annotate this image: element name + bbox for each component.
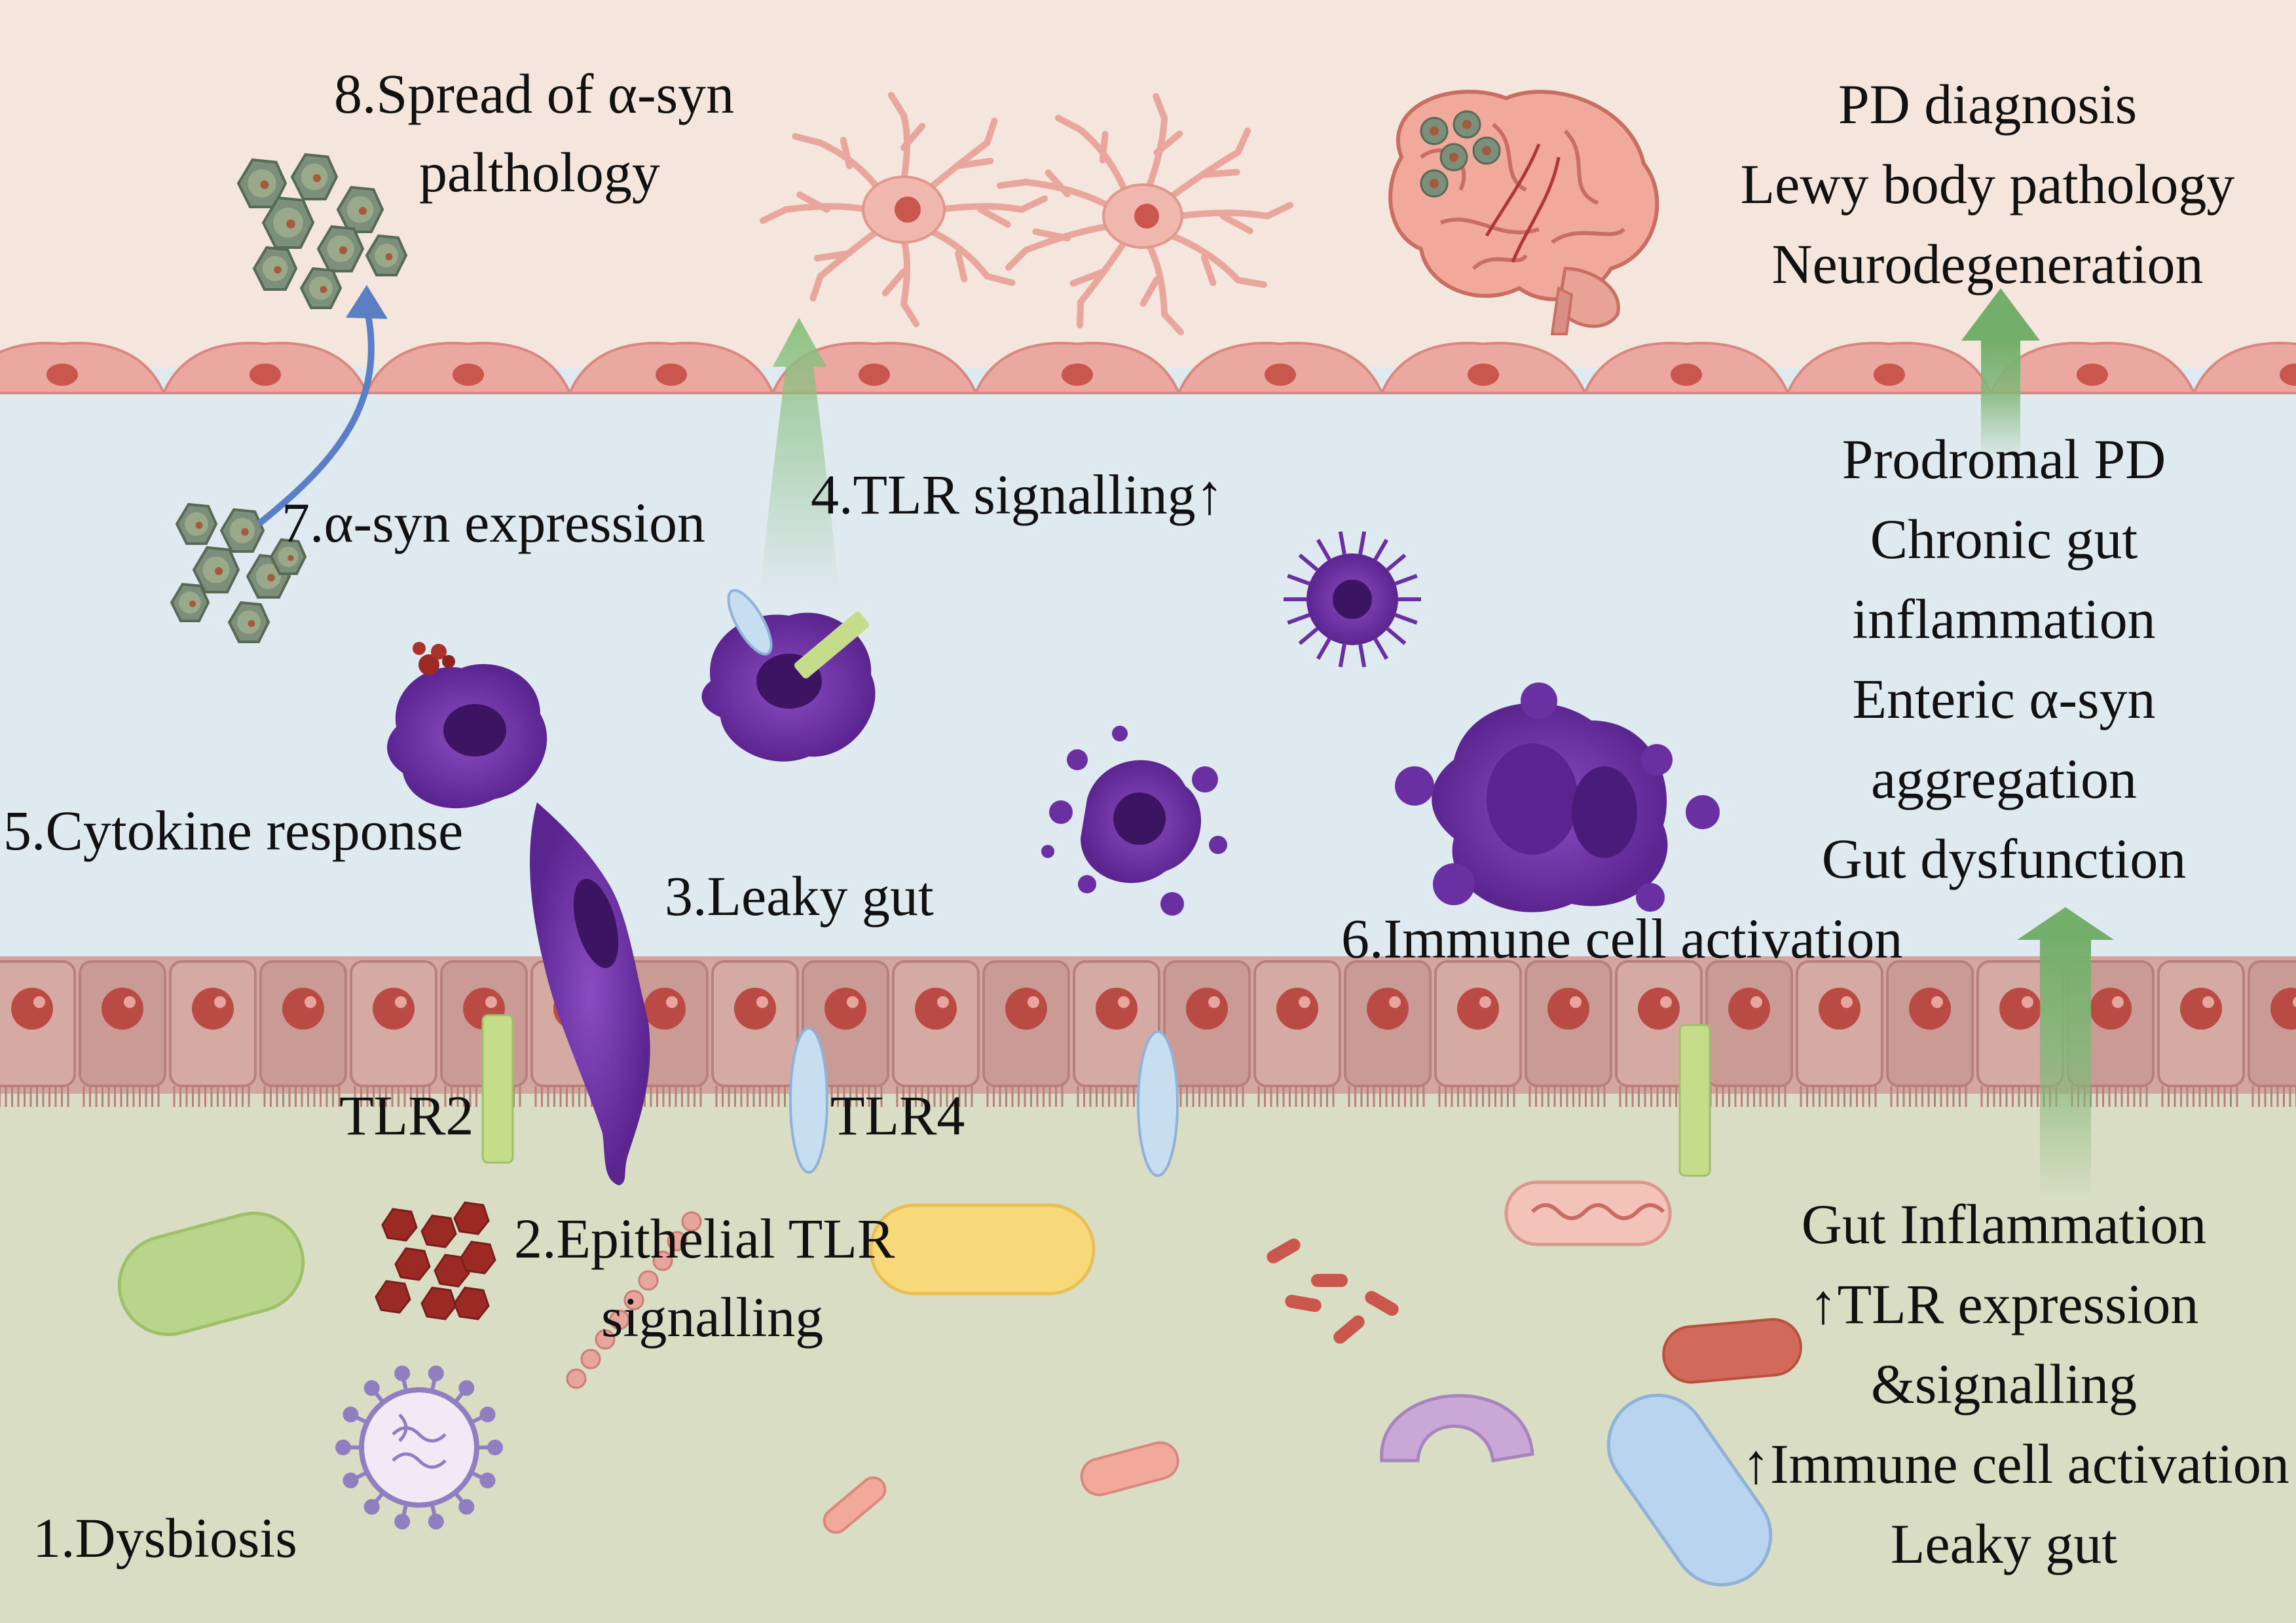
inflammation-item: ↑Immune cell activation	[1742, 1432, 2289, 1495]
alpha-syn-aggregate-blood	[170, 502, 307, 643]
progression-arrow-top	[1961, 288, 2040, 458]
tlr2-receptor	[481, 1014, 514, 1164]
prodromal-item: Enteric α-syn	[1852, 667, 2156, 730]
bacterium-blue	[1606, 1393, 1773, 1587]
endothelium-layer	[0, 341, 2296, 394]
gut-lumen-region	[0, 1094, 2296, 1623]
tlr2-receptor	[1678, 1024, 1711, 1177]
alpha-syn-aggregate-brain	[236, 153, 408, 309]
brain-icon	[1388, 90, 1659, 335]
step6-label: 6.Immune cell activation	[1341, 907, 1903, 970]
progression-arrow-bottom	[2017, 907, 2114, 1199]
spread-arrowhead	[346, 285, 388, 319]
neuron-illustration	[759, 92, 1048, 327]
tlr2-label: TLR2	[339, 1084, 474, 1147]
bacterium-yellow	[869, 1203, 1096, 1296]
outcome-item: PD diagnosis	[1838, 73, 2138, 136]
prodromal-item: Prodromal PD	[1842, 428, 2166, 491]
bacterium-purple	[1380, 1394, 1534, 1463]
bacterium-green	[117, 1211, 305, 1336]
step5-label: 5.Cytokine response	[3, 799, 464, 862]
activated-immune-cell	[1041, 726, 1227, 916]
small-bacteria	[823, 1239, 1399, 1534]
migrating-immune-cell	[530, 802, 650, 1185]
prodromal-item: Chronic gut	[1870, 508, 2138, 570]
tlr-signal-beam	[760, 318, 840, 596]
inflammation-item: Gut Inflammation	[1801, 1193, 2207, 1256]
tlr4-receptor	[1137, 1030, 1179, 1177]
tlr4-label: TLR4	[830, 1084, 965, 1147]
inflammation-item: &signalling	[1870, 1352, 2138, 1415]
step8-label-cont: palthology	[419, 141, 660, 204]
inflammation-item: Leaky gut	[1890, 1512, 2118, 1575]
step2-label: 2.Epithelial TLR	[514, 1207, 895, 1270]
outcome-item: Neurodegeneration	[1771, 233, 2204, 295]
step4-label: 4.TLR signalling↑	[811, 463, 1224, 526]
bacterium-dna	[1530, 1203, 1665, 1220]
outcome-item: Lewy body pathology	[1740, 153, 2235, 215]
prodromal-item: aggregation	[1871, 747, 2137, 810]
prodromal-pd-list: Prodromal PD Chronic gut inflammation En…	[1742, 419, 2266, 899]
bacterium-red	[1662, 1318, 1802, 1384]
gut-inflammation-list: Gut Inflammation ↑TLR expression &signal…	[1722, 1184, 2289, 1584]
red-aggregate	[375, 1201, 496, 1320]
step1-label: 1.Dysbiosis	[33, 1506, 297, 1569]
inflammation-item: ↑TLR expression	[1809, 1273, 2199, 1335]
prodromal-item: Gut dysfunction	[1821, 827, 2187, 890]
tlr4-receptor	[789, 1027, 828, 1174]
step2-label-cont: signalling	[601, 1286, 824, 1349]
large-activated-macrophage	[1395, 682, 1720, 912]
virus-icon	[335, 1365, 503, 1530]
bead-chain	[566, 1211, 702, 1389]
leukocyte	[1284, 531, 1421, 667]
pd-outcomes: PD diagnosis Lewy body pathology Neurode…	[1693, 64, 2282, 304]
step7-label: 7.α-syn expression	[282, 491, 705, 554]
step8-label: 8.Spread of α-syn	[334, 62, 735, 125]
spread-arrow	[256, 307, 375, 527]
neuron-illustration	[996, 93, 1294, 336]
macrophage-cytokine	[387, 642, 547, 809]
step3-label: 3.Leaky gut	[665, 865, 934, 927]
macrophage-tlr	[701, 589, 876, 762]
bacterium-pink	[1504, 1180, 1672, 1246]
prodromal-item: inflammation	[1852, 588, 2156, 650]
